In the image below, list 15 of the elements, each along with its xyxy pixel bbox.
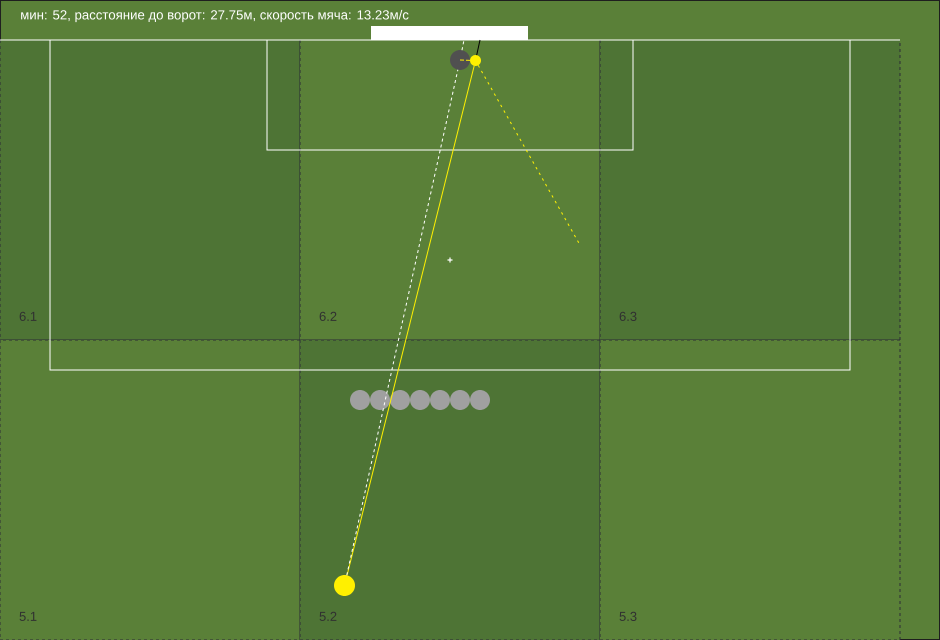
goalkeeper-circle [450, 50, 470, 70]
field-zone: 5.2 [300, 340, 600, 640]
title: мин: 52, расстояние до ворот: 27.75м, скорость мяча: 13.23м/с [21, 10, 409, 22]
field-zone: 5.1 [0, 340, 300, 640]
ball [470, 55, 481, 66]
dashed-line [461, 40, 464, 51]
field-zone: 6.2 [300, 40, 600, 340]
goal [371, 26, 528, 40]
field-zone: 6.1 [0, 40, 300, 340]
line [476, 40, 480, 56]
player-circle [334, 575, 355, 596]
dashed-line [460, 60, 470, 61]
field-zone: 6.3 [600, 40, 900, 340]
field-zone: 5.3 [600, 340, 900, 640]
dashed-line [478, 64, 580, 246]
